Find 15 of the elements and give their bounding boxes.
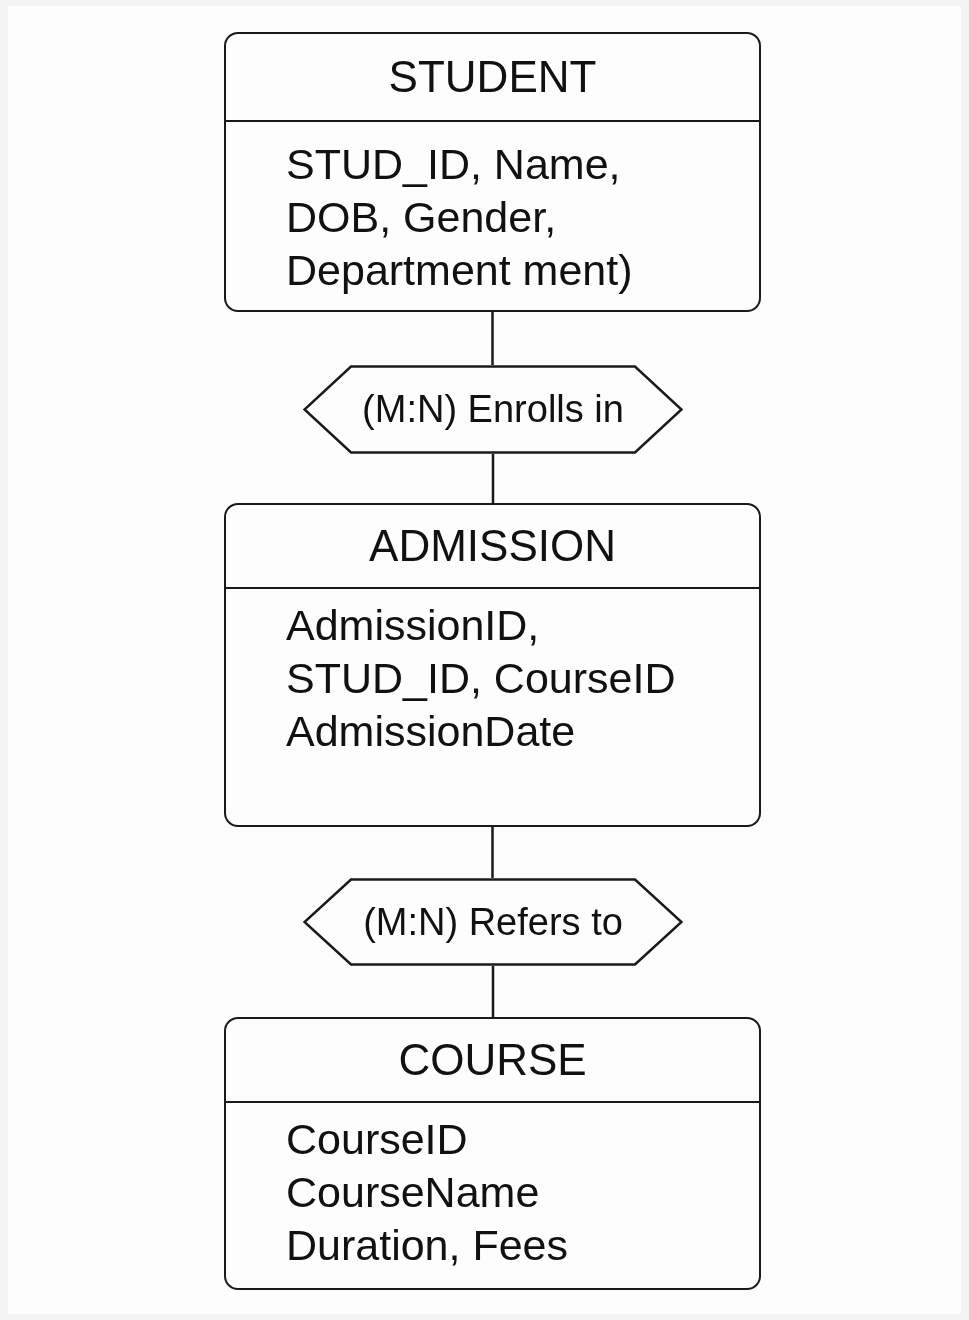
entity-box <box>224 1017 761 1290</box>
relationship-label: (M:N) Refers to <box>363 900 623 944</box>
connector-line <box>491 966 495 1017</box>
entity-box <box>224 32 761 312</box>
relationship-label: (M:N) Enrolls in <box>362 388 624 431</box>
connector-line <box>491 454 495 503</box>
entity-name: ADMISSION <box>369 521 616 571</box>
connector-line <box>491 312 494 365</box>
attribute-list: STUD_ID, Name, DOB, Gender, Department ment) <box>286 138 701 297</box>
attribute-list: AdmissionID, STUD_ID, CourseID AdmissionDate <box>286 599 701 758</box>
entity-name: COURSE <box>398 1035 587 1085</box>
attribute-list: CourseID CourseName Duration, Fees <box>286 1113 701 1272</box>
connector-line <box>491 827 494 878</box>
entity-box <box>224 503 761 827</box>
entity-name: STUDENT <box>388 52 597 102</box>
